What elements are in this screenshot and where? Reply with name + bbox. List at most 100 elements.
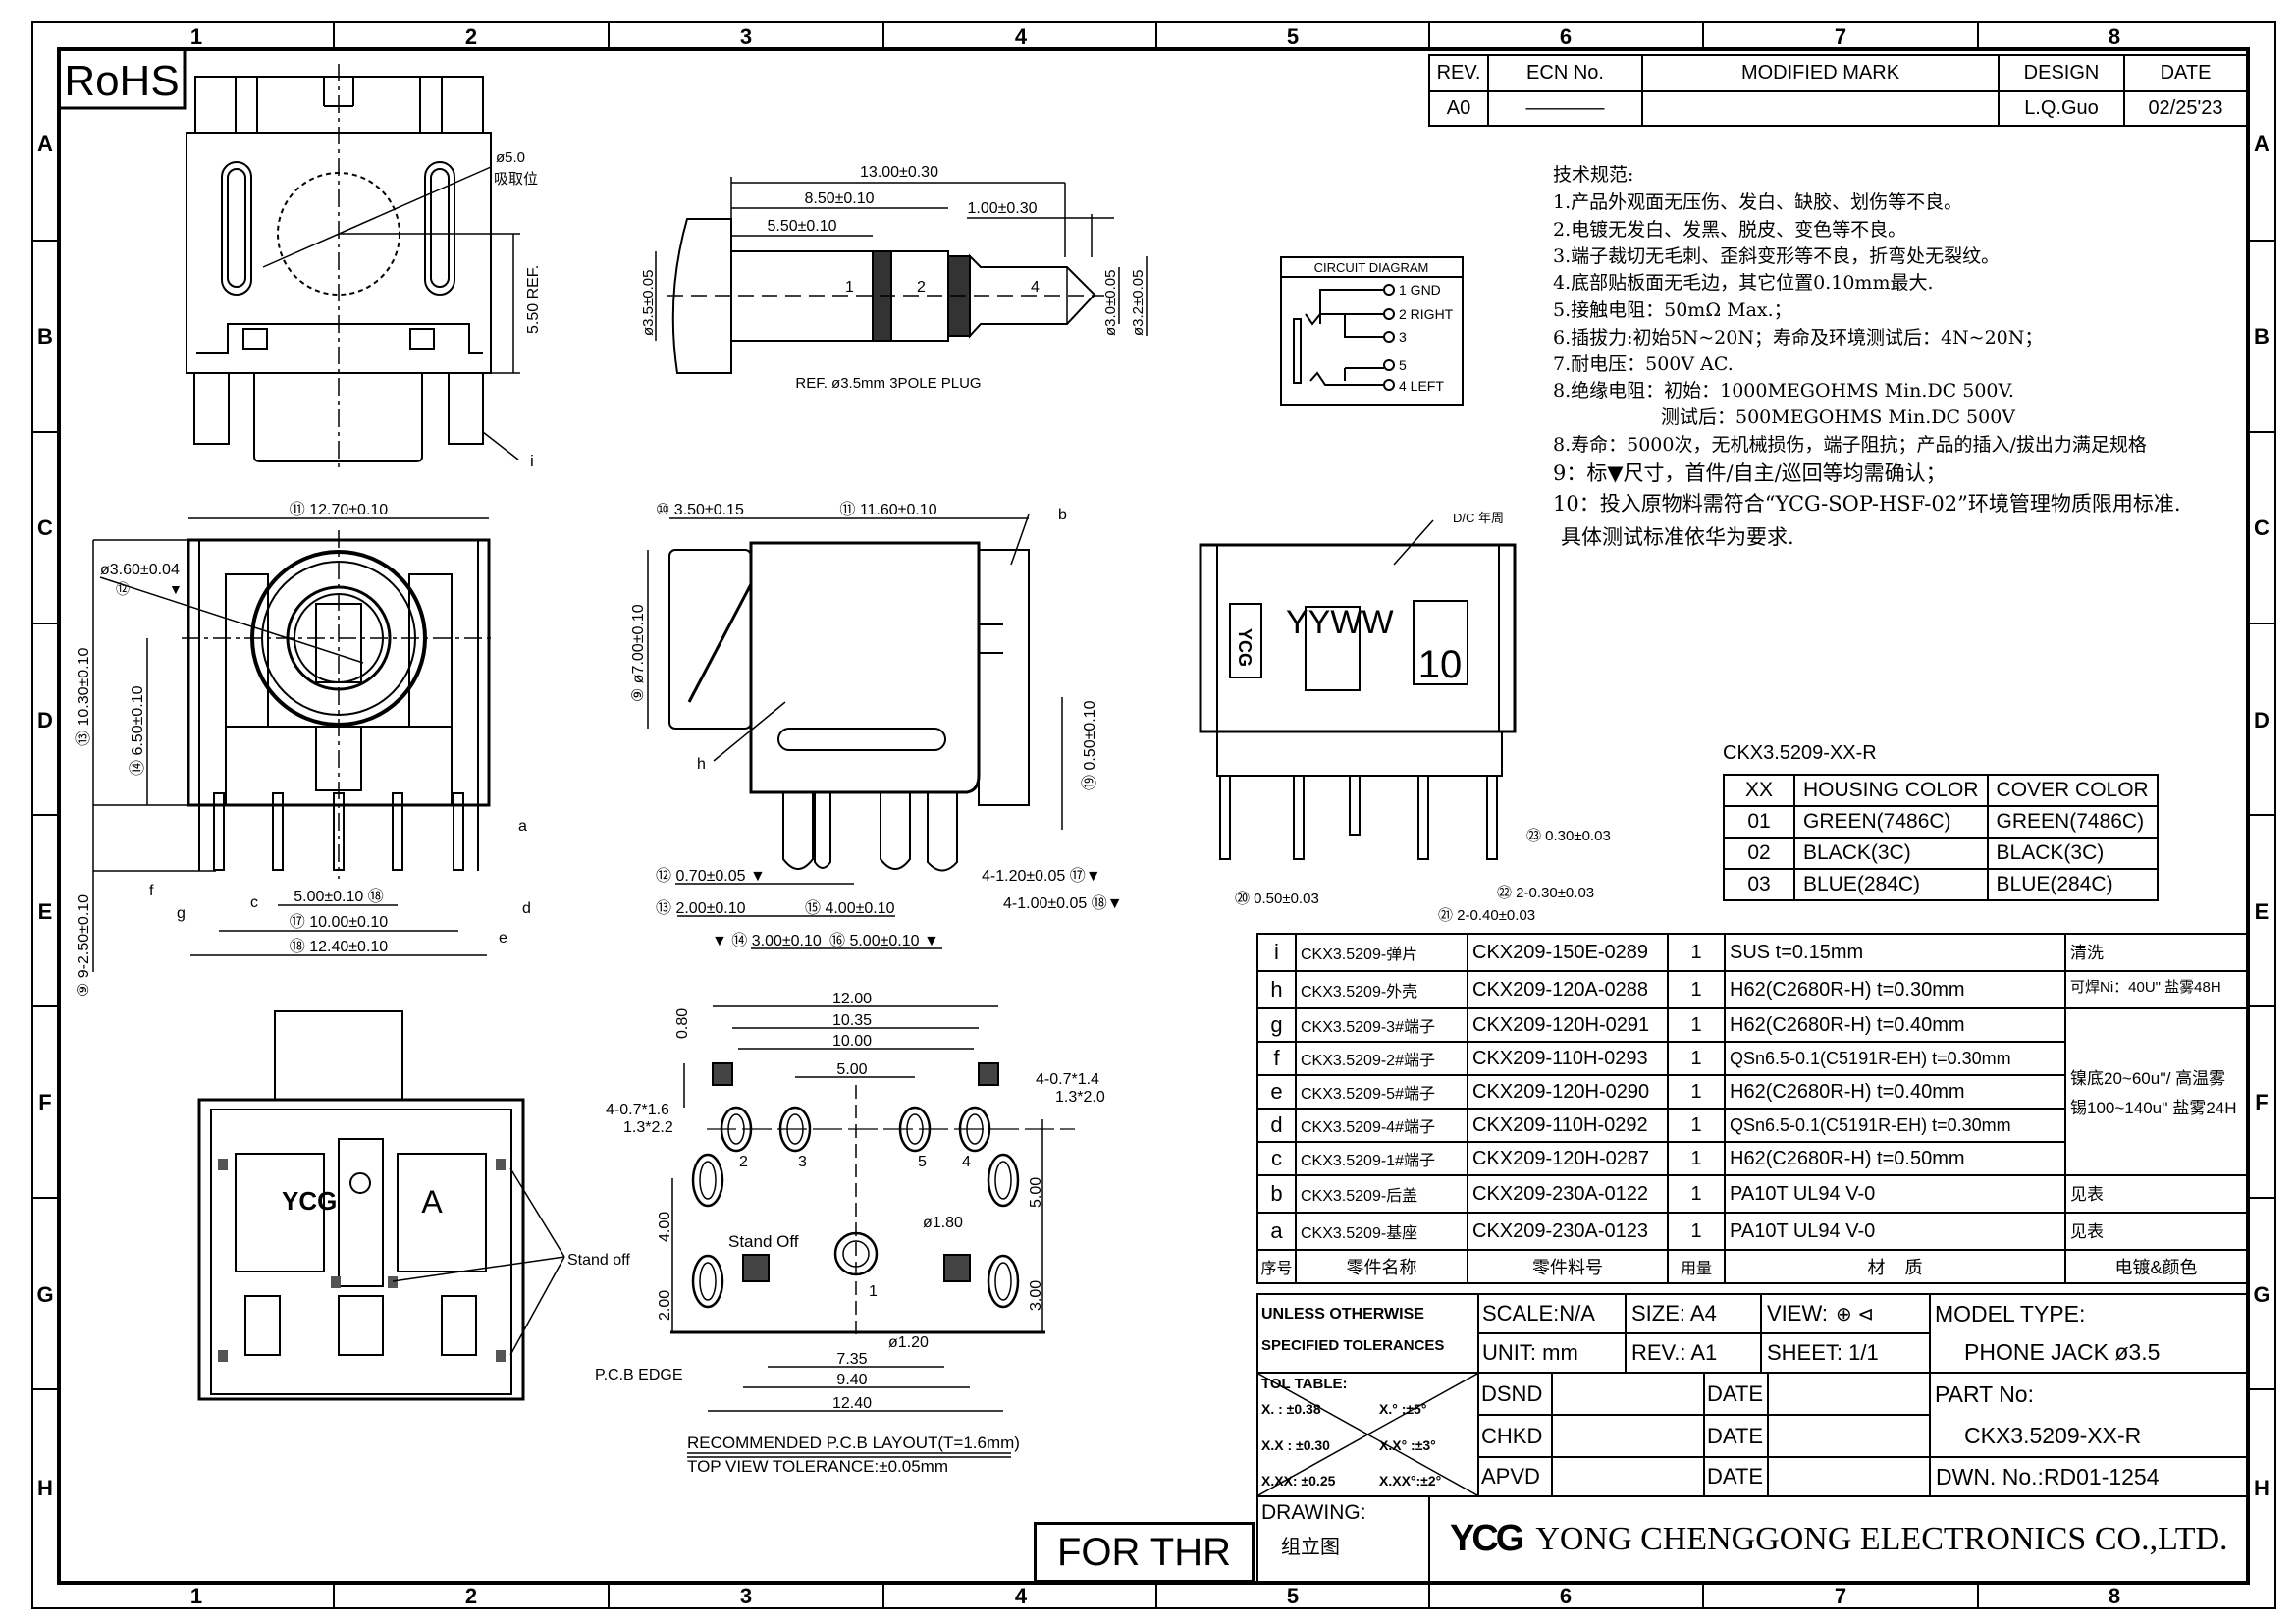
model-type-box: MODEL TYPE: PHONE JACK ø3.5	[1929, 1293, 2248, 1374]
callout-c: c	[250, 894, 258, 911]
company-box: YCG YONG CHENGGONG ELECTRONICS CO.,LTD.	[1428, 1495, 2248, 1583]
column-label: 4	[1015, 1584, 1028, 1608]
for-thr-stamp: FOR THR	[1034, 1522, 1255, 1583]
marking: 10	[1418, 643, 1463, 686]
color-table-title: CKX3.5209-XX-R	[1723, 742, 1877, 764]
tol-angular: X.XX°:±2°	[1379, 1473, 1442, 1489]
hole-dim-id: ⑫	[116, 581, 130, 597]
modified-mark-value	[1641, 90, 2000, 127]
part-no: CKX3.5209-XX-R	[1964, 1422, 2142, 1448]
rear-view	[1199, 519, 1517, 860]
tol-linear: X.X : ±0.30	[1261, 1437, 1330, 1453]
pcb-caption: RECOMMENDED P.C.B LAYOUT(T=1.6mm)	[687, 1434, 1020, 1452]
dim-20: ⑳ 0.50±0.03	[1235, 891, 1319, 907]
view-label: VIEW:	[1767, 1301, 1828, 1326]
spec-item: 8.绝缘电阻：初始：1000MEGOHMS Min.DC 500V.	[1553, 380, 2014, 402]
part-name: CKX3.5209-弹片	[1295, 933, 1468, 972]
quantity: 1	[1667, 1108, 1726, 1143]
hole-small-dim: ø1.20	[888, 1334, 929, 1351]
dim-15: ⑮ 4.00±0.10	[805, 899, 895, 917]
plating: 见表	[2064, 1174, 2248, 1214]
plug-section: 2	[917, 279, 926, 296]
header-cell: 序号	[1256, 1249, 1297, 1284]
tol-angular: X.X° :±3°	[1379, 1437, 1436, 1453]
column-label: 2	[465, 25, 477, 49]
pin-number: 5	[918, 1154, 927, 1170]
row-label: B	[37, 324, 53, 349]
column-label: 3	[740, 1584, 752, 1608]
column-label: 1	[190, 1584, 202, 1608]
front-view-labels: ⑪ 12.70±0.10 ø3.60±0.04 ⑫ ▼ ⑬ 10.30±0.10…	[75, 501, 531, 997]
dim-17: 4-1.20±0.05 ⑰▼	[982, 867, 1101, 885]
pin-number: 2	[739, 1154, 748, 1170]
part-number: CKX209-120H-0291	[1467, 1007, 1669, 1043]
circuit-labels: CIRCUIT DIAGRAM 1 GND 2 RIGHT 3 5 4 LEFT	[1314, 260, 1454, 394]
pcb-dim: 10.00	[832, 1033, 872, 1050]
side-view-labels: ⑩ 3.50±0.15 ⑪ 11.60±0.10 ⑨ ø7.00±0.10 ⑲ …	[630, 501, 1123, 949]
side-view	[647, 514, 1063, 949]
apvd-label: APVD	[1477, 1456, 1553, 1497]
rohs-label: RoHS	[64, 57, 179, 105]
spec-item: 9：标▼尺寸，首件/自主/巡回等均需确认；	[1553, 461, 1947, 485]
row-label: C	[37, 515, 53, 540]
cell: BLACK(3C)	[1793, 837, 1989, 870]
modified-mark-header: MODIFIED MARK	[1641, 54, 2000, 92]
pcb-stand-off: Stand Off	[728, 1232, 799, 1251]
material: H62(C2680R-H) t=0.50mm	[1724, 1141, 2066, 1176]
circuit-pin: 3	[1399, 329, 1407, 345]
front-view	[92, 517, 496, 972]
seq: a	[1256, 1212, 1297, 1251]
slot-left-spec: 4-0.7*1.6	[606, 1102, 669, 1118]
part-number: CKX209-150E-0289	[1467, 933, 1669, 972]
bottom-marking: A	[421, 1184, 443, 1219]
header-cell: 零件料号	[1467, 1249, 1669, 1284]
cell: 03	[1723, 868, 1795, 901]
dsnd-label: DSND	[1477, 1372, 1553, 1416]
spec-item: 10：投入原物料需符合“YCG-SOP-HSF-02”环境管理物质限用标准.	[1553, 492, 2181, 515]
circuit-pin: 5	[1399, 357, 1407, 373]
color-table-row: 02 BLACK(3C) BLACK(3C)	[1723, 837, 2159, 870]
quantity: 1	[1667, 1212, 1726, 1251]
spec-item: 1.产品外观面无压伤、发白、缺胶、划伤等不良。	[1553, 191, 1963, 213]
column-label: 3	[740, 25, 752, 49]
material: H62(C2680R-H) t=0.30mm	[1724, 970, 2066, 1009]
chkd-date	[1767, 1414, 1931, 1458]
pin-number: 4	[962, 1154, 971, 1170]
seq: g	[1256, 1007, 1297, 1043]
material: PA10T UL94 V-0	[1724, 1174, 2066, 1214]
frame-dividers	[32, 22, 2275, 1608]
rev-header: REV.	[1428, 54, 1489, 92]
pcb-dim: 5.00	[836, 1061, 867, 1078]
sheet: SHEET: 1/1	[1760, 1332, 1931, 1374]
model-type-label: MODEL TYPE:	[1935, 1301, 2086, 1326]
quantity: 1	[1667, 1007, 1726, 1043]
plug-dim-850: 8.50±0.10	[804, 190, 874, 207]
header-cell: 材 质	[1724, 1249, 2066, 1284]
bottom-view	[197, 1010, 565, 1401]
drawing-label: DRAWING:	[1261, 1501, 1366, 1524]
critical-mark: ▼	[169, 581, 183, 597]
header-cell: COVER COLOR	[1986, 774, 2159, 807]
header-cell: 用量	[1667, 1249, 1726, 1284]
date-code: YYWW	[1286, 604, 1394, 641]
spec-item: 5.接触电阻：50mΩ Max.；	[1553, 299, 1792, 321]
apvd-date	[1767, 1456, 1931, 1497]
ecn-value: ————	[1487, 90, 1643, 127]
seq: i	[1256, 933, 1297, 972]
plug-dia-35: ø3.5±0.05	[640, 270, 657, 336]
dsnd-date	[1767, 1372, 1931, 1416]
row-label: F	[2255, 1090, 2268, 1114]
size: SIZE: A4	[1625, 1293, 1762, 1334]
callout-e: e	[499, 930, 507, 947]
tolerance-heading: UNLESS OTHERWISE	[1261, 1306, 1424, 1323]
pcb-layout	[670, 1005, 1075, 1412]
cell: GREEN(7486C)	[1793, 805, 1989, 839]
callout-h: h	[697, 756, 706, 773]
center-height-dim: ⑭ 6.50±0.10	[129, 685, 146, 776]
apvd-value	[1551, 1456, 1705, 1497]
pin-pitch-dim: 5.00±0.10 ⑱	[294, 888, 384, 905]
quantity: 1	[1667, 970, 1726, 1009]
